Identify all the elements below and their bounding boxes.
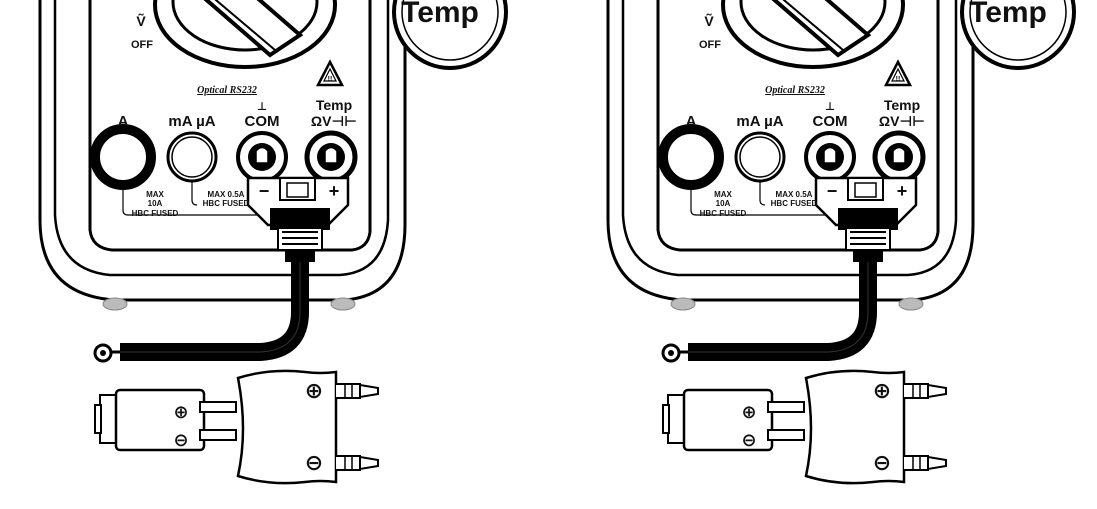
female-connector-minus-symbol: ⊖ (873, 450, 891, 475)
com-ground-symbol: ⊥ (825, 101, 835, 113)
temp-button-label: Temp (969, 0, 1047, 29)
fuse-note-ma-line1: MAX 0.5A (208, 190, 245, 199)
male-plug-plus-symbol: ⊕ (173, 402, 188, 422)
selector-off-label: OFF (699, 39, 721, 51)
temp-button-label: Temp (401, 0, 479, 29)
terminal-label-temp: Temp (316, 97, 352, 113)
male-plug-minus-symbol: ⊖ (173, 430, 188, 450)
terminal-label-ohm-volt: ΩV⊣⊢ (311, 113, 357, 129)
terminal-label-ohm-volt: ΩV⊣⊢ (879, 113, 925, 129)
terminal-label-a: A (686, 113, 697, 130)
terminal-label-temp: Temp (884, 97, 920, 113)
terminal-label-ma-ua: mA µA (736, 113, 783, 130)
optical-rs232-label: Optical RS232 (765, 85, 825, 96)
meter-panel-1 (40, 0, 506, 483)
terminal-label-com: COM (813, 113, 848, 130)
terminal-label-a: A (118, 113, 129, 130)
fuse-note-ma-line2: HBC FUSED (771, 199, 818, 208)
panel-2-labels: Ṽ OFF Temp Optical RS232 A mA µA ⊥ COM T… (686, 0, 1047, 475)
fuse-note-a-line1: MAX (714, 190, 732, 199)
fuse-note-ma-line1: MAX 0.5A (776, 190, 813, 199)
com-ground-symbol: ⊥ (257, 101, 267, 113)
female-connector-plus-symbol: ⊕ (305, 378, 323, 403)
optical-rs232-label: Optical RS232 (197, 85, 257, 96)
meter-panel-2 (608, 0, 1074, 483)
fuse-note-a-line1: MAX (146, 190, 164, 199)
polarity-negative-label: − (259, 181, 270, 201)
female-connector-minus-symbol: ⊖ (305, 450, 323, 475)
fuse-note-a-line2: 10A (716, 199, 731, 208)
male-plug-plus-symbol: ⊕ (741, 402, 756, 422)
terminal-label-com: COM (245, 113, 280, 130)
fuse-note-ma-line2: HBC FUSED (203, 199, 250, 208)
polarity-positive-label: + (329, 181, 340, 201)
male-plug-minus-symbol: ⊖ (741, 430, 756, 450)
selector-off-label: OFF (131, 39, 153, 51)
fuse-note-a-line3: HBC FUSED (700, 209, 747, 218)
female-connector-plus-symbol: ⊕ (873, 378, 891, 403)
panel-1-labels: Ṽ OFF Temp Optical RS232 A mA µA ⊥ COM T… (118, 0, 479, 475)
polarity-positive-label: + (897, 181, 908, 201)
polarity-negative-label: − (827, 181, 838, 201)
fuse-note-a-line2: 10A (148, 199, 163, 208)
selector-volt-ac-label: Ṽ (136, 12, 146, 29)
fuse-note-a-line3: HBC FUSED (132, 209, 179, 218)
terminal-label-ma-ua: mA µA (168, 113, 215, 130)
selector-volt-ac-label: Ṽ (704, 12, 714, 29)
